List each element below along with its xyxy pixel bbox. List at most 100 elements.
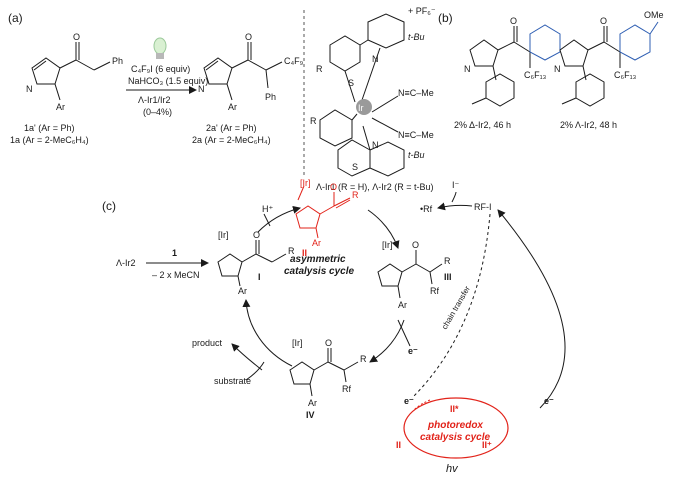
pc-chain-transfer: chain transfer bbox=[440, 284, 472, 331]
pc-product: product bbox=[192, 338, 223, 348]
pr-c4f9: C₄F₉ bbox=[284, 56, 304, 66]
ir-s-bottom: S bbox=[352, 162, 358, 172]
starting-material-structure bbox=[31, 42, 111, 101]
pc-iiplus: II⁺ bbox=[482, 440, 492, 450]
cycle-arc-1 bbox=[257, 205, 301, 233]
red-dashed-link bbox=[413, 399, 431, 411]
pb-right-n: N bbox=[554, 64, 561, 74]
int-III-ar: Ar bbox=[398, 300, 407, 310]
int-IV-ir: [Ir] bbox=[292, 338, 303, 348]
pc-arrow-top: 1 bbox=[172, 248, 177, 258]
reagent-2: NaHCO₃ (1.5 equiv) bbox=[128, 76, 208, 86]
int-I-structure bbox=[217, 240, 287, 287]
pc-ii-left: II bbox=[396, 440, 401, 450]
int-I-ir: [Ir] bbox=[218, 230, 229, 240]
pr-ph: Ph bbox=[265, 92, 276, 102]
int-II-structure bbox=[295, 185, 351, 239]
pc-substrate: substrate bbox=[214, 376, 251, 386]
chain-transfer-path bbox=[411, 213, 491, 399]
pr-nitrogen: N bbox=[198, 84, 205, 94]
ir-n-top: N bbox=[372, 54, 379, 64]
int-I-o: O bbox=[253, 230, 260, 240]
product-structure bbox=[203, 42, 283, 101]
int-IV-r: R bbox=[360, 354, 367, 364]
pb-left-caption: 2% Δ-Ir2, 46 h bbox=[454, 120, 511, 130]
sm-nitrogen: N bbox=[26, 84, 33, 94]
pr-label-1: 2a' (Ar = Ph) bbox=[206, 123, 257, 133]
panel-b-label: (b) bbox=[438, 11, 453, 25]
e-minus-3-arrow bbox=[397, 319, 411, 347]
panel-a-label: (a) bbox=[8, 11, 23, 25]
pb-ome: OMe bbox=[644, 10, 664, 20]
sm-label-2: 1a (Ar = 2-MeC₆H₄) bbox=[10, 135, 89, 145]
cycle-arc-3 bbox=[369, 319, 405, 363]
pc-cycle-photo-2: catalysis cycle bbox=[420, 432, 490, 443]
panel-b-phenyl-blue bbox=[529, 24, 561, 61]
int-IV-rf: Rf bbox=[342, 384, 351, 394]
pc-iistar: II* bbox=[450, 404, 459, 414]
pb-right-o: O bbox=[600, 16, 607, 26]
pc-rf-radical: •Rf bbox=[420, 204, 433, 214]
pr-ar: Ar bbox=[228, 102, 237, 112]
catalyst-label: Λ-Ir1/Ir2 bbox=[138, 95, 171, 105]
int-I-ar: Ar bbox=[238, 286, 247, 296]
int-III-label: III bbox=[444, 272, 452, 282]
pc-h-plus: H⁺ bbox=[262, 204, 273, 214]
sm-label-1: 1a' (Ar = Ph) bbox=[24, 123, 75, 133]
pb-left-c6f13: C₆F₁₃ bbox=[524, 70, 547, 80]
ir-tbu-bottom: t-Bu bbox=[408, 150, 425, 160]
ir-caption: Λ-Ir1 (R = H), Λ-Ir2 (R = t-Bu) bbox=[316, 182, 434, 192]
outer-electron-path bbox=[497, 209, 566, 409]
sm-ar: Ar bbox=[56, 102, 65, 112]
rf-i-arrow bbox=[437, 202, 473, 211]
pc-e-minus-1: e⁻ bbox=[404, 396, 414, 406]
substrate-arrow bbox=[245, 361, 265, 381]
int-II-ar: Ar bbox=[312, 238, 321, 248]
pc-hv: hv bbox=[446, 463, 459, 475]
int-III-r: R bbox=[444, 256, 451, 266]
int-III-ir: [Ir] bbox=[382, 240, 393, 250]
int-II-o: O bbox=[330, 182, 337, 192]
panel-b-ome-bond bbox=[649, 21, 659, 35]
int-II-r: R bbox=[352, 190, 359, 200]
reagent-1: C₄F₉I (6 equiv) bbox=[131, 64, 190, 74]
int-III-structure bbox=[377, 250, 443, 299]
pc-cycle-asym-1: asymmetric bbox=[290, 254, 346, 265]
pc-cycle-asym-2: catalysis cycle bbox=[284, 266, 354, 277]
cycle-arc-4 bbox=[242, 299, 293, 367]
ir-counterion: + PF₆⁻ bbox=[408, 6, 436, 16]
catalyst-loading: (0–4%) bbox=[143, 107, 172, 117]
pc-i-minus: I⁻ bbox=[452, 180, 460, 190]
iridium-complex-structure bbox=[319, 13, 405, 177]
int-I-label: I bbox=[258, 272, 261, 282]
int-IV-ar: Ar bbox=[308, 398, 317, 408]
pr-oxygen: O bbox=[245, 32, 252, 42]
pb-left-o: O bbox=[510, 16, 517, 26]
panel-c-label: (c) bbox=[102, 199, 116, 213]
product-arrow bbox=[231, 343, 263, 371]
int-IV-structure bbox=[289, 348, 359, 397]
int-I-r: R bbox=[288, 246, 295, 256]
pr-label-2: 2a (Ar = 2-MeC₆H₄) bbox=[192, 135, 271, 145]
ir-metal: Ir bbox=[358, 103, 364, 113]
int-IV-o: O bbox=[325, 338, 332, 348]
sm-ph: Ph bbox=[112, 56, 123, 66]
ir-nitrile-1: N≡C–Me bbox=[398, 88, 434, 98]
photoredox-cycle-ring bbox=[403, 397, 509, 459]
int-II-label: II bbox=[302, 248, 307, 258]
int-IV-label: IV bbox=[306, 410, 315, 420]
pb-right-caption: 2% Λ-Ir2, 48 h bbox=[560, 120, 617, 130]
ir-s-top: S bbox=[348, 78, 354, 88]
pc-e-minus-3: e⁻ bbox=[408, 346, 418, 356]
pc-start-reagent: Λ-Ir2 bbox=[116, 258, 136, 268]
pc-rf-i: RF-I bbox=[474, 202, 492, 212]
pb-right-c6f13: C₆F₁₃ bbox=[614, 70, 637, 80]
panel-b-anisyl-blue bbox=[619, 24, 651, 61]
h-plus-arrow bbox=[263, 213, 271, 227]
light-bulb-icon bbox=[153, 37, 167, 59]
int-III-rf: Rf bbox=[430, 286, 439, 296]
pc-cycle-photo-1: photoredox bbox=[427, 420, 483, 431]
iridium-center bbox=[356, 99, 372, 115]
